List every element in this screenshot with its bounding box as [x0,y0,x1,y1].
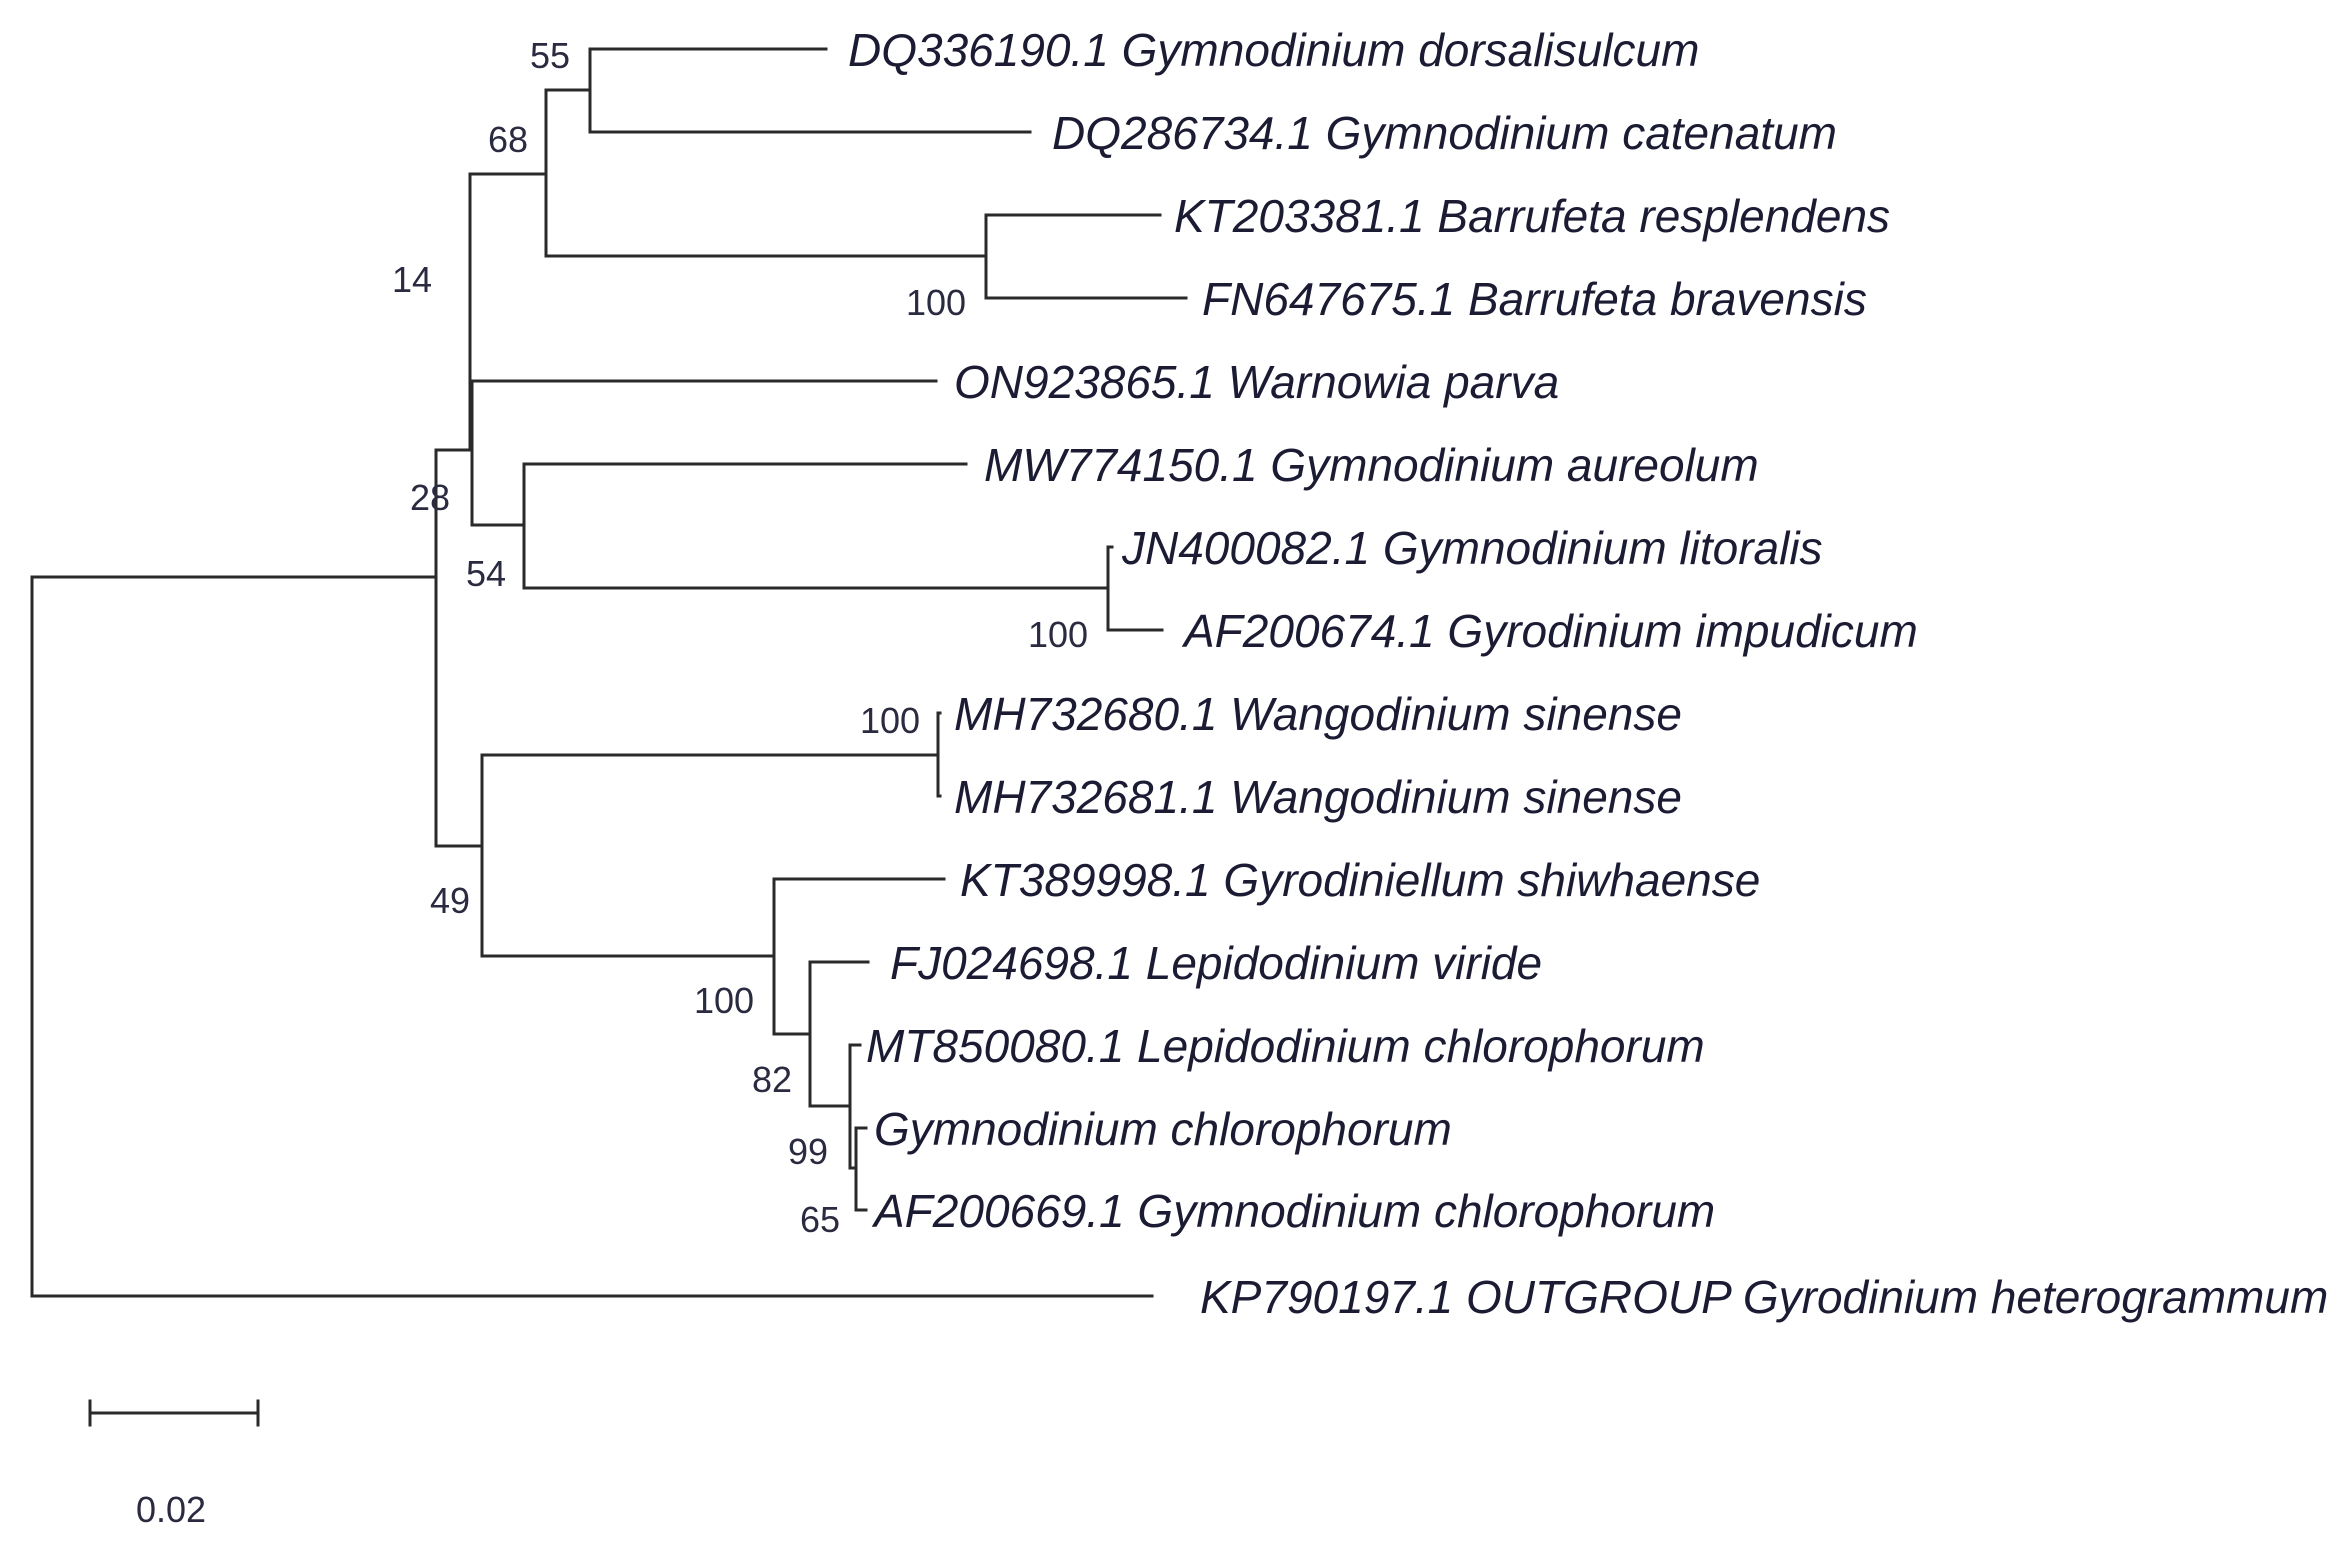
taxon-label: DQ336190.1 Gymnodinium dorsalisulcum [848,24,1699,76]
bootstrap-value: 100 [694,980,754,1021]
bootstrap-value: 14 [392,259,432,300]
scale-bar-label: 0.02 [136,1489,206,1530]
taxon-label: JN400082.1 Gymnodinium litoralis [1121,522,1823,574]
taxon-label: DQ286734.1 Gymnodinium catenatum [1052,107,1837,159]
taxon-label: FN647675.1 Barrufeta bravensis [1202,273,1867,325]
bootstrap-value: 100 [906,282,966,323]
taxon-label: MT850080.1 Lepidodinium chlorophorum [866,1020,1705,1072]
taxon-label: MH732680.1 Wangodinium sinense [954,688,1682,740]
taxon-label: ON923865.1 Warnowia parva [954,356,1559,408]
taxon-label: AF200669.1 Gymnodinium chlorophorum [871,1185,1715,1237]
bootstrap-values: 55 68 100 14 28 54 100 100 49 100 82 99 … [392,35,1088,1240]
taxon-labels: DQ336190.1 Gymnodinium dorsalisulcum DQ2… [848,24,2328,1323]
bootstrap-value: 65 [800,1199,840,1240]
bootstrap-value: 100 [860,700,920,741]
taxon-label: MW774150.1 Gymnodinium aureolum [984,439,1759,491]
taxon-label: Gymnodinium chlorophorum [874,1103,1452,1155]
bootstrap-value: 49 [430,880,470,921]
taxon-label: FJ024698.1 Lepidodinium viride [890,937,1542,989]
bootstrap-value: 68 [488,119,528,160]
taxon-label: AF200674.1 Gyrodinium impudicum [1181,605,1918,657]
tree-branches [30,47,1188,1298]
taxon-label: MH732681.1 Wangodinium sinense [954,771,1682,823]
taxon-label: KT203381.1 Barrufeta resplendens [1174,190,1890,242]
bootstrap-value: 99 [788,1131,828,1172]
bootstrap-value: 54 [466,553,506,594]
bootstrap-value: 28 [410,477,450,518]
taxon-label: KT389998.1 Gyrodiniellum shiwhaense [960,854,1760,906]
bootstrap-value: 55 [530,35,570,76]
scale-bar: 0.02 [88,1399,260,1530]
bootstrap-value: 82 [752,1059,792,1100]
bootstrap-value: 100 [1028,614,1088,655]
taxon-label: KP790197.1 OUTGROUP Gyrodinium heterogra… [1200,1271,2328,1323]
